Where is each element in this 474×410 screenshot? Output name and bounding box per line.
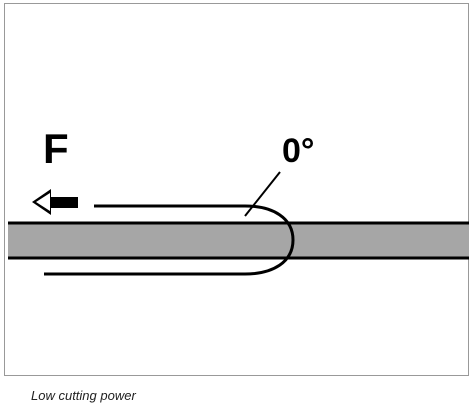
arrow-left-icon: [32, 189, 78, 215]
angle-label: 0°: [282, 132, 315, 170]
material-strip: [8, 223, 469, 258]
angle-leader-line: [244, 171, 281, 217]
cutting-diagram: [8, 171, 469, 276]
force-label: F: [43, 125, 69, 172]
figure-caption: Low cutting power: [31, 388, 136, 403]
figure-frame: F 0°: [4, 3, 469, 376]
blade-outline: [44, 204, 295, 276]
